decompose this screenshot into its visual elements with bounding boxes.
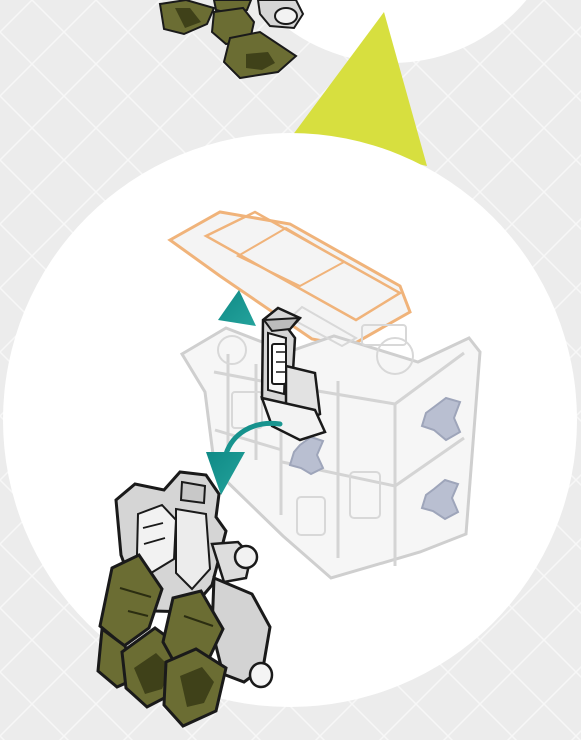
instruction-illustration xyxy=(0,0,581,740)
instruction-step-page xyxy=(0,0,581,740)
